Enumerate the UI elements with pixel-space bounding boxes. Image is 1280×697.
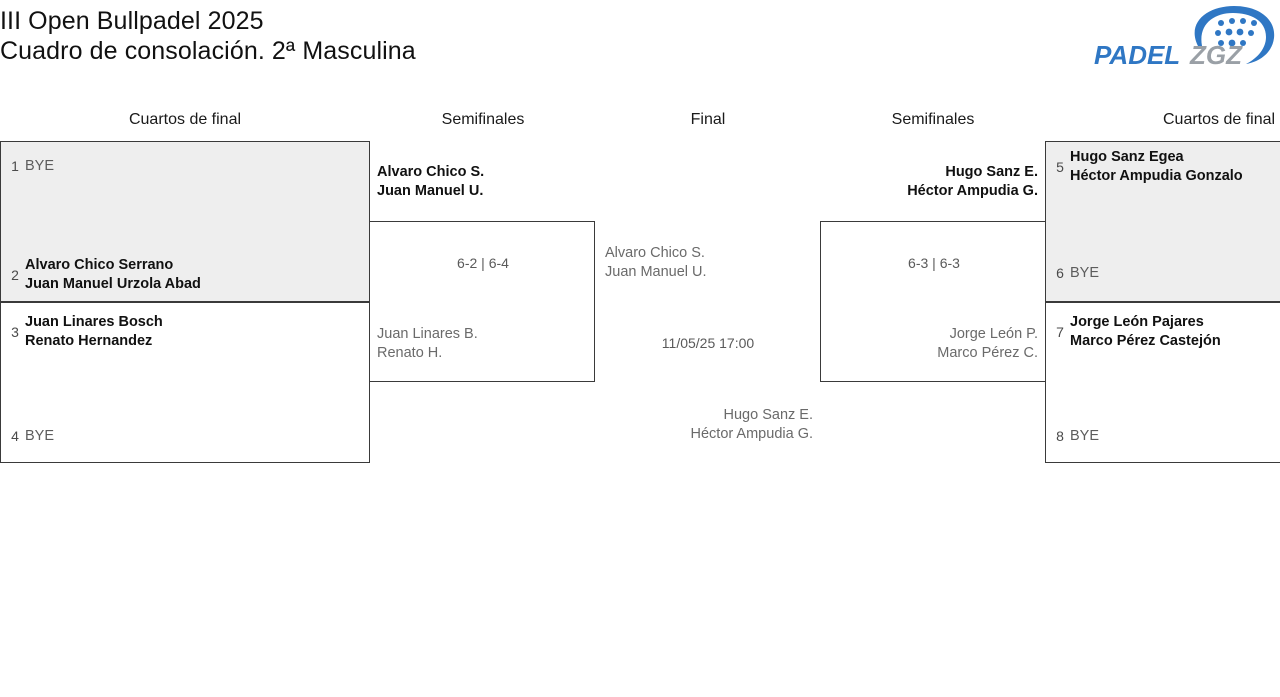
logo-word-zgz: ZGZ [1189, 40, 1243, 70]
player-name: Juan Manuel U. [605, 264, 707, 280]
seed-number: 1 [11, 158, 19, 174]
team-names: Hugo Sanz Egea Héctor Ampudia Gonzalo [1070, 148, 1243, 186]
player-name: Alvaro Chico S. [377, 164, 485, 180]
player-name: Alvaro Chico Serrano [25, 257, 174, 273]
slot-seed-5: 5 Hugo Sanz Egea Héctor Ampudia Gonzalo [1050, 148, 1243, 186]
player-name: Juan Manuel U. [377, 183, 484, 199]
round-header-final: Final [690, 111, 726, 128]
match-schedule-final: 11/05/25 17:00 [661, 335, 755, 351]
player-name: Héctor Ampudia G. [690, 426, 814, 442]
match-score-right-semifinal: 6-3 | 6-3 [908, 255, 960, 271]
match-score-left-semifinal: 6-2 | 6-4 [457, 255, 509, 271]
slot-seed-4: 4 BYE [5, 428, 54, 444]
seed-number: 4 [11, 428, 19, 444]
player-name: Renato Hernandez [25, 333, 153, 349]
slot-seed-3: 3 Juan Linares Bosch Renato Hernandez [5, 313, 163, 351]
logo-graphic: PADEL ZGZ [1094, 6, 1275, 70]
team-right-semifinal-bottom: Jorge León P. Marco Pérez C. [838, 325, 1038, 363]
match-box-right-qf-2[interactable]: 7 Jorge León Pajares Marco Pérez Castejó… [1045, 302, 1280, 463]
team-final-bottom: Hugo Sanz E. Héctor Ampudia G. [613, 406, 814, 444]
tournament-name: III Open Bullpadel 2025 [0, 7, 264, 35]
match-box-final[interactable]: 11/05/25 17:00 [595, 221, 821, 382]
player-name: Hugo Sanz E. [945, 164, 1038, 180]
slot-seed-8: 8 BYE [1050, 428, 1099, 444]
seed-number: 8 [1056, 428, 1064, 444]
player-name: Hugo Sanz Egea [1070, 149, 1184, 165]
slot-seed-6: 6 BYE [1050, 265, 1099, 281]
seed-number: 6 [1056, 265, 1064, 281]
racket-holes-icon [1215, 18, 1257, 47]
player-name: Hugo Sanz E. [723, 407, 813, 423]
seed-number: 7 [1056, 324, 1064, 340]
slot-seed-7: 7 Jorge León Pajares Marco Pérez Castejó… [1050, 313, 1221, 351]
bye-label: BYE [25, 428, 55, 444]
player-name: Héctor Ampudia Gonzalo [1070, 168, 1243, 184]
slot-seed-2: 2 Alvaro Chico Serrano Juan Manuel Urzol… [5, 256, 201, 294]
match-box-left-qf-2[interactable]: 3 Juan Linares Bosch Renato Hernandez 4 … [0, 302, 370, 463]
bracket-subtitle: Cuadro de consolación. 2ª Masculina [0, 37, 416, 65]
player-name: Juan Manuel Urzola Abad [25, 276, 201, 292]
seed-number: 5 [1056, 159, 1064, 175]
player-name: Alvaro Chico S. [605, 245, 705, 261]
slot-seed-1: 1 BYE [5, 158, 54, 174]
player-name: Marco Pérez C. [937, 345, 1038, 361]
round-header-left-semis: Semifinales [441, 111, 525, 128]
page-title: III Open Bullpadel 2025 Cuadro de consol… [0, 6, 900, 66]
padelzgz-logo: PADEL ZGZ [1090, 2, 1278, 74]
match-box-right-semifinal[interactable]: 6-3 | 6-3 [820, 221, 1046, 382]
player-name: Jorge León Pajares [1070, 314, 1204, 330]
logo-word-padel: PADEL [1094, 40, 1180, 70]
player-name: Juan Linares Bosch [25, 314, 163, 330]
team-left-semifinal-top: Alvaro Chico S. Juan Manuel U. [377, 163, 484, 201]
match-box-right-qf-1[interactable]: 5 Hugo Sanz Egea Héctor Ampudia Gonzalo … [1045, 141, 1280, 302]
round-header-right-quarters: Cuartos de final [1163, 111, 1276, 128]
player-name: Juan Linares B. [377, 326, 478, 342]
team-names: Jorge León Pajares Marco Pérez Castejón [1070, 313, 1221, 351]
team-names: Juan Linares Bosch Renato Hernandez [25, 313, 163, 351]
player-name: Jorge León P. [949, 326, 1038, 342]
round-header-left-quarters: Cuartos de final [128, 111, 242, 128]
team-left-semifinal-bottom: Juan Linares B. Renato H. [377, 325, 478, 363]
bye-label: BYE [1070, 265, 1100, 281]
match-box-left-qf-1[interactable]: 1 BYE 2 Alvaro Chico Serrano Juan Manuel… [0, 141, 370, 302]
team-names: Alvaro Chico Serrano Juan Manuel Urzola … [25, 256, 201, 294]
round-header-right-semis: Semifinales [891, 111, 975, 128]
player-name: Marco Pérez Castejón [1070, 333, 1221, 349]
team-right-semifinal-top: Hugo Sanz E. Héctor Ampudia G. [838, 163, 1038, 201]
bye-label: BYE [1070, 428, 1100, 444]
team-final-top: Alvaro Chico S. Juan Manuel U. [605, 244, 707, 282]
match-box-left-semifinal[interactable]: 6-2 | 6-4 [369, 221, 595, 382]
bye-label: BYE [25, 158, 55, 174]
seed-number: 3 [11, 324, 19, 340]
seed-number: 2 [11, 267, 19, 283]
player-name: Renato H. [377, 345, 443, 361]
player-name: Héctor Ampudia G. [907, 183, 1038, 199]
